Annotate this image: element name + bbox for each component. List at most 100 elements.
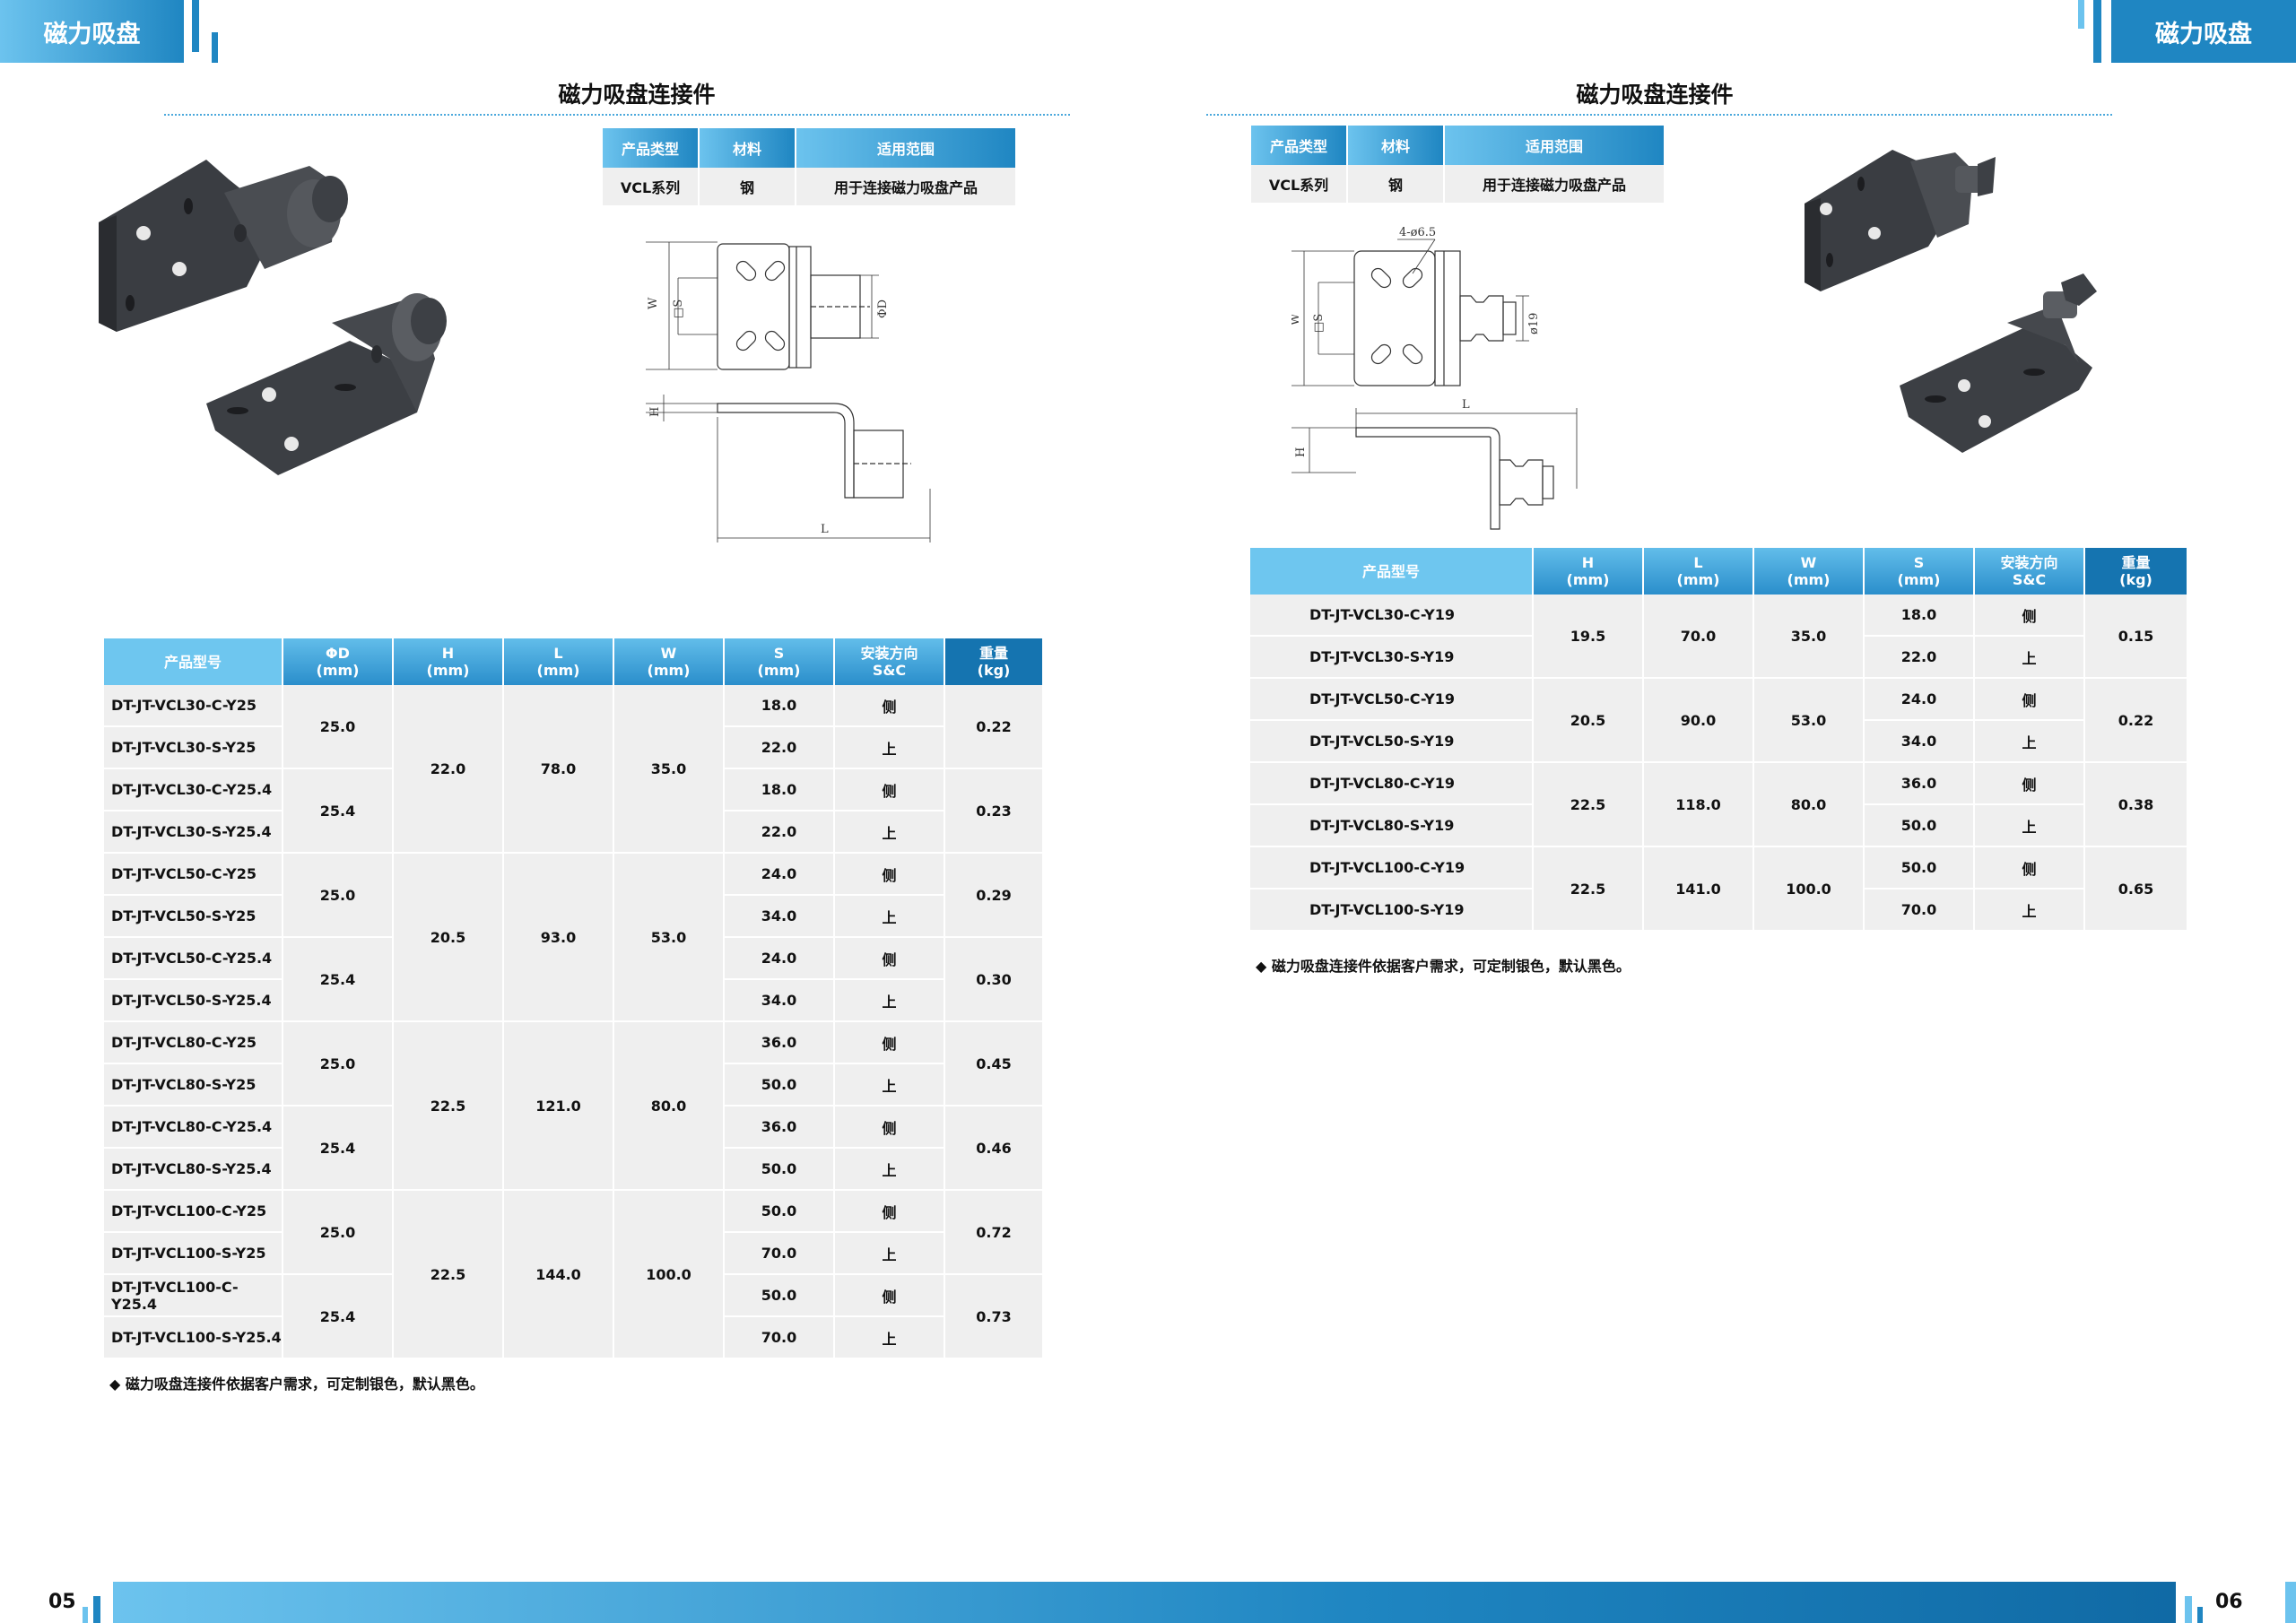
column-header: S(mm) <box>725 638 833 685</box>
header-tab-right: 磁力吸盘 <box>2111 0 2296 63</box>
direction-cell: 上 <box>835 1317 944 1359</box>
info-header: 适用范围 <box>796 128 1015 168</box>
model-cell: DT-JT-VCL30-C-Y19 <box>1250 595 1532 637</box>
s-cell: 34.0 <box>1865 721 1973 763</box>
model-cell: DT-JT-VCL50-S-Y25.4 <box>104 980 282 1022</box>
product-image-left <box>99 160 447 475</box>
product-image-right <box>1805 150 2097 453</box>
s-cell: 24.0 <box>1865 679 1973 721</box>
h-cell: 22.5 <box>1534 847 1642 932</box>
footer-accent-bar <box>93 1596 100 1623</box>
model-cell: DT-JT-VCL50-S-Y25 <box>104 896 282 938</box>
column-header: H(mm) <box>394 638 502 685</box>
h-cell: 20.5 <box>1534 679 1642 763</box>
model-cell: DT-JT-VCL50-C-Y25.4 <box>104 938 282 980</box>
header-tab-left: 磁力吸盘 <box>0 0 184 63</box>
info-cell: VCL系列 <box>603 168 698 205</box>
model-cell: DT-JT-VCL30-S-Y19 <box>1250 637 1532 679</box>
column-header-label: H <box>441 645 455 662</box>
column-header-label: 重量 <box>2121 554 2151 571</box>
column-header-unit: S&C <box>872 662 907 679</box>
column-header-label: ΦD <box>326 645 350 662</box>
dim-label-l: L <box>1462 398 1470 412</box>
s-cell: 34.0 <box>725 896 833 938</box>
bracket-render <box>1900 273 2097 453</box>
bracket-render <box>99 160 348 332</box>
l-cell: 90.0 <box>1644 679 1752 763</box>
note-text: ◆ 磁力吸盘连接件依据客户需求，可定制银色，默认黑色。 <box>109 1376 484 1393</box>
footer-accent-bar <box>2285 1582 2296 1623</box>
w-cell: 100.0 <box>1754 847 1863 932</box>
direction-cell: 上 <box>835 1149 944 1191</box>
column-header-unit: S&C <box>2012 571 2047 588</box>
column-header-label: L <box>1693 554 1703 571</box>
dim-label-l: L <box>821 523 829 536</box>
s-cell: 24.0 <box>725 938 833 980</box>
model-cell: DT-JT-VCL30-S-Y25 <box>104 727 282 769</box>
column-header-unit: (mm) <box>1787 571 1831 588</box>
phi-d-cell: 25.4 <box>283 769 392 854</box>
w-cell: 53.0 <box>1754 679 1863 763</box>
direction-cell: 侧 <box>835 938 944 980</box>
technical-drawing-left: W □S ΦD H L <box>646 241 931 542</box>
page-title: 磁力吸盘连接件 <box>558 82 716 108</box>
s-cell: 50.0 <box>725 1275 833 1317</box>
info-header: 材料 <box>1348 126 1443 165</box>
h-cell: 22.5 <box>394 1022 502 1191</box>
column-header: H(mm) <box>1534 548 1642 595</box>
direction-cell: 侧 <box>1975 679 2083 721</box>
l-cell: 78.0 <box>504 685 613 854</box>
title-divider <box>164 114 1070 116</box>
s-cell: 50.0 <box>725 1064 833 1107</box>
phi-d-cell: 25.0 <box>283 1191 392 1275</box>
info-table: 产品类型 材料 适用范围 VCL系列 钢 用于连接磁力吸盘产品 <box>601 128 1017 205</box>
info-cell: VCL系列 <box>1251 165 1346 203</box>
direction-cell: 侧 <box>835 1022 944 1064</box>
dim-label-s: □S <box>1312 314 1326 333</box>
s-cell: 18.0 <box>725 685 833 727</box>
weight-cell: 0.15 <box>2085 595 2187 679</box>
weight-cell: 0.73 <box>945 1275 1042 1359</box>
info-cell: 用于连接磁力吸盘产品 <box>796 168 1015 205</box>
title-divider <box>1206 114 2112 116</box>
dim-label-w: W <box>1292 313 1302 325</box>
weight-cell: 0.45 <box>945 1022 1042 1107</box>
direction-cell: 上 <box>835 812 944 854</box>
model-cell: DT-JT-VCL80-C-Y25 <box>104 1022 282 1064</box>
weight-cell: 0.29 <box>945 854 1042 938</box>
s-cell: 24.0 <box>725 854 833 896</box>
weight-cell: 0.38 <box>2085 763 2187 847</box>
model-cell: DT-JT-VCL100-C-Y25.4 <box>104 1275 282 1317</box>
model-cell: DT-JT-VCL30-S-Y25.4 <box>104 812 282 854</box>
w-cell: 80.0 <box>614 1022 723 1191</box>
weight-cell: 0.22 <box>945 685 1042 769</box>
model-cell: DT-JT-VCL80-C-Y19 <box>1250 763 1532 805</box>
model-cell: DT-JT-VCL80-S-Y25.4 <box>104 1149 282 1191</box>
model-cell: DT-JT-VCL80-C-Y25.4 <box>104 1107 282 1149</box>
direction-cell: 侧 <box>835 769 944 812</box>
model-cell: DT-JT-VCL80-S-Y19 <box>1250 805 1532 847</box>
direction-cell: 侧 <box>835 685 944 727</box>
model-cell: DT-JT-VCL100-S-Y25.4 <box>104 1317 282 1359</box>
column-header: W(mm) <box>614 638 723 685</box>
weight-cell: 0.22 <box>2085 679 2187 763</box>
note-text: ◆ 磁力吸盘连接件依据客户需求，可定制银色，默认黑色。 <box>1256 958 1631 975</box>
footer-bar <box>113 1582 2176 1623</box>
direction-cell: 侧 <box>1975 595 2083 637</box>
weight-cell: 0.46 <box>945 1107 1042 1191</box>
model-cell: DT-JT-VCL50-C-Y25 <box>104 854 282 896</box>
direction-cell: 上 <box>1975 721 2083 763</box>
phi-d-cell: 25.4 <box>283 1107 392 1191</box>
header-accent-bar <box>192 0 199 52</box>
column-header-label: S <box>773 645 785 662</box>
column-header-label: W <box>1800 554 1817 571</box>
w-cell: 35.0 <box>1754 595 1863 679</box>
model-cell: DT-JT-VCL30-C-Y25.4 <box>104 769 282 812</box>
l-cell: 70.0 <box>1644 595 1752 679</box>
